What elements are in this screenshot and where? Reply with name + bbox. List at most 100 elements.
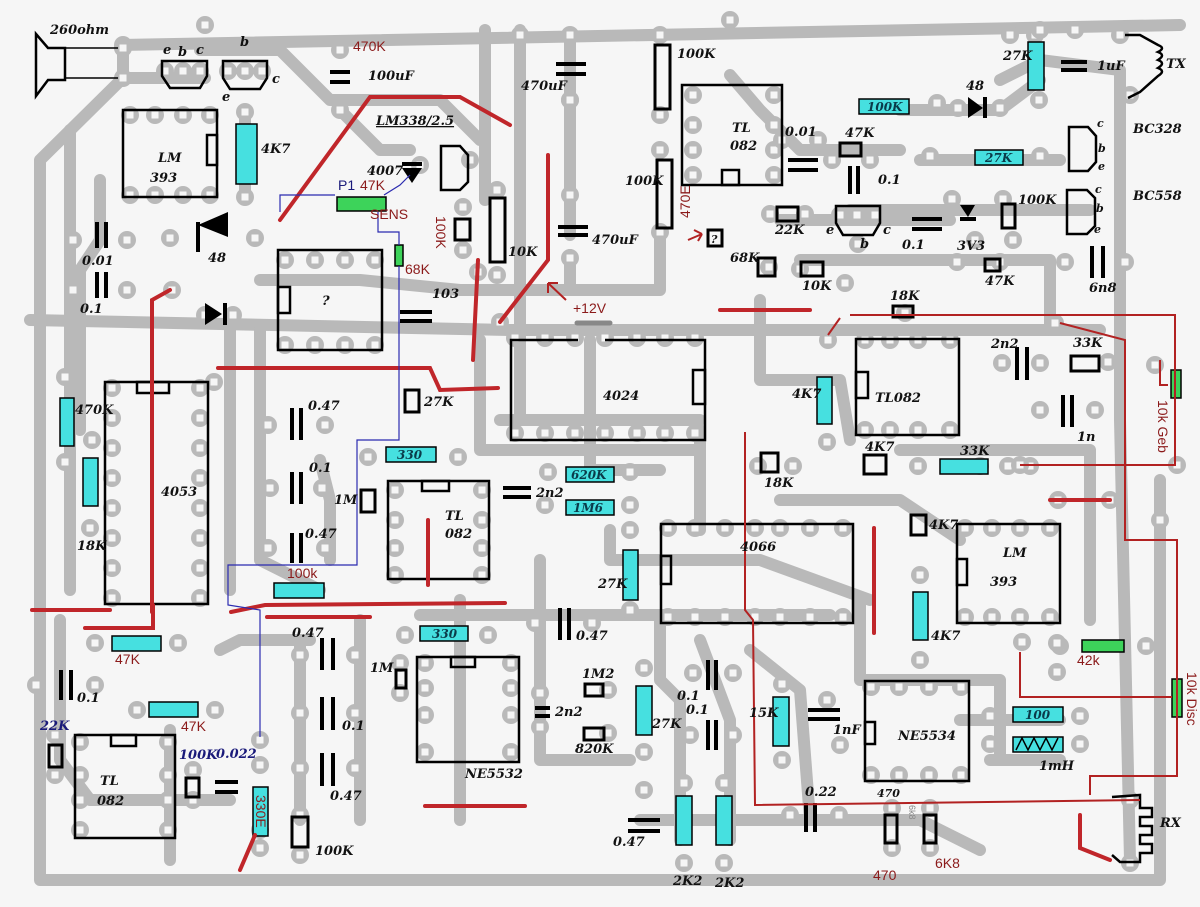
pad-hole <box>823 438 831 446</box>
ic-lm393-right-label2: 393 <box>990 575 1017 590</box>
pad-hole <box>507 748 515 756</box>
pad-hole <box>196 414 204 422</box>
ic-outlines <box>73 83 1062 840</box>
pad-hole <box>914 462 922 470</box>
label-47k-top: 47K <box>845 126 875 141</box>
pad-hole <box>691 613 699 621</box>
pad-hole <box>1004 462 1012 470</box>
pad-hole <box>196 474 204 482</box>
pad-hole <box>119 74 127 82</box>
pad-hole <box>720 779 728 787</box>
label-4k7-b: 4K7 <box>865 440 894 455</box>
resistor-470-black <box>883 813 899 845</box>
pad-hole <box>341 341 349 349</box>
pad-hole <box>296 709 304 717</box>
pad-hole <box>604 686 612 694</box>
label-18k-mid: 18K <box>764 476 794 491</box>
resistor-330-a <box>385 446 437 463</box>
pad-hole <box>351 764 359 772</box>
ic-notch <box>659 554 673 586</box>
pad-hole <box>770 91 778 99</box>
pad-hole <box>633 429 641 437</box>
pad-hole <box>861 426 869 434</box>
pad-hole <box>751 524 759 532</box>
label-1uf: 1uF <box>1097 59 1125 74</box>
ic-lm393-right-body <box>955 522 1062 625</box>
pad-hole <box>689 91 697 99</box>
pad-hole <box>776 613 784 621</box>
component-labels: 260ohm e b c b c e 470K 100uF 4K7 LM338/… <box>39 23 1200 891</box>
pad-hole <box>86 524 94 532</box>
pad-hole <box>926 152 934 160</box>
resistor-470e <box>706 228 724 248</box>
label-22k: 22K <box>774 223 805 238</box>
pad-hole <box>256 761 264 769</box>
label-330e: 330E <box>253 795 269 828</box>
resistor-1m <box>359 488 377 514</box>
pad-hole <box>571 429 579 437</box>
pad-hole <box>957 683 965 691</box>
pad-hole <box>566 191 574 199</box>
arrow-470e <box>687 229 703 242</box>
pad-hole <box>541 334 549 342</box>
resistor-68k <box>756 256 777 278</box>
pad-hole <box>689 171 697 179</box>
pad-hole <box>961 613 969 621</box>
ic-tl082-right-label: TL082 <box>875 391 921 406</box>
pad-hole <box>507 711 515 719</box>
label-68k: 68K <box>730 251 760 266</box>
pad-hole <box>1016 613 1024 621</box>
pad-hole <box>76 796 84 804</box>
pad-hole <box>1036 26 1044 34</box>
pad-hole <box>806 613 814 621</box>
pad-hole <box>541 429 549 437</box>
pad-hole <box>656 111 664 119</box>
label-470k: 470K <box>75 403 114 418</box>
pad-hole <box>61 458 69 466</box>
ic-notch <box>205 133 219 167</box>
label-6k8-small: 6k8 <box>907 805 917 820</box>
pad-hole <box>661 334 669 342</box>
label-100k-a: 100K <box>677 47 716 62</box>
transistor-bc558 <box>1065 188 1097 236</box>
label-6k8-red: 6K8 <box>935 855 960 871</box>
label-48-top: 48 <box>966 79 984 94</box>
pad-hole <box>1016 524 1024 532</box>
pad-hole <box>588 619 596 627</box>
label-bc558: BC558 <box>1132 189 1182 204</box>
pad-hole <box>166 234 174 242</box>
label-6n8: 6n8 <box>1089 281 1117 296</box>
label-470uf-bottom: 470uF <box>592 233 639 248</box>
pad-hole <box>1036 152 1044 160</box>
pad-hole <box>196 534 204 542</box>
label-47k-b: 47K <box>985 274 1015 289</box>
pad-hole <box>466 156 474 164</box>
pad-hole <box>229 311 237 319</box>
pad-hole <box>754 462 762 470</box>
label-0-1-e: 0.1 <box>342 719 365 734</box>
pad-hole <box>516 31 524 39</box>
pad-hole <box>866 156 874 164</box>
pad-hole <box>336 106 344 114</box>
pad-hole <box>770 146 778 154</box>
pad-hole <box>1142 642 1150 650</box>
ic-tl082-bottom-label2: 082 <box>97 794 124 809</box>
coil-rx-icon <box>1111 793 1154 864</box>
label-0-1-c: 0.1 <box>309 461 332 476</box>
pad-hole <box>51 731 59 739</box>
resistor-4k7-c <box>909 513 928 537</box>
resistor-330e <box>252 786 269 837</box>
pin-label-c: c <box>1097 117 1104 130</box>
resistor-47k-red-b <box>148 701 199 718</box>
pad-hole <box>478 571 486 579</box>
ic-notch <box>420 479 451 493</box>
label-470-red: 470 <box>873 867 897 883</box>
pad-hole <box>626 606 634 614</box>
pad-hole <box>664 524 672 532</box>
ic-tl082-right-body <box>854 337 961 437</box>
label-1n: 1n <box>1077 430 1096 445</box>
transistors <box>160 59 1098 237</box>
label-4k7-right: 4K7 <box>792 387 821 402</box>
pad-hole <box>454 453 462 461</box>
pad-hole <box>108 474 116 482</box>
